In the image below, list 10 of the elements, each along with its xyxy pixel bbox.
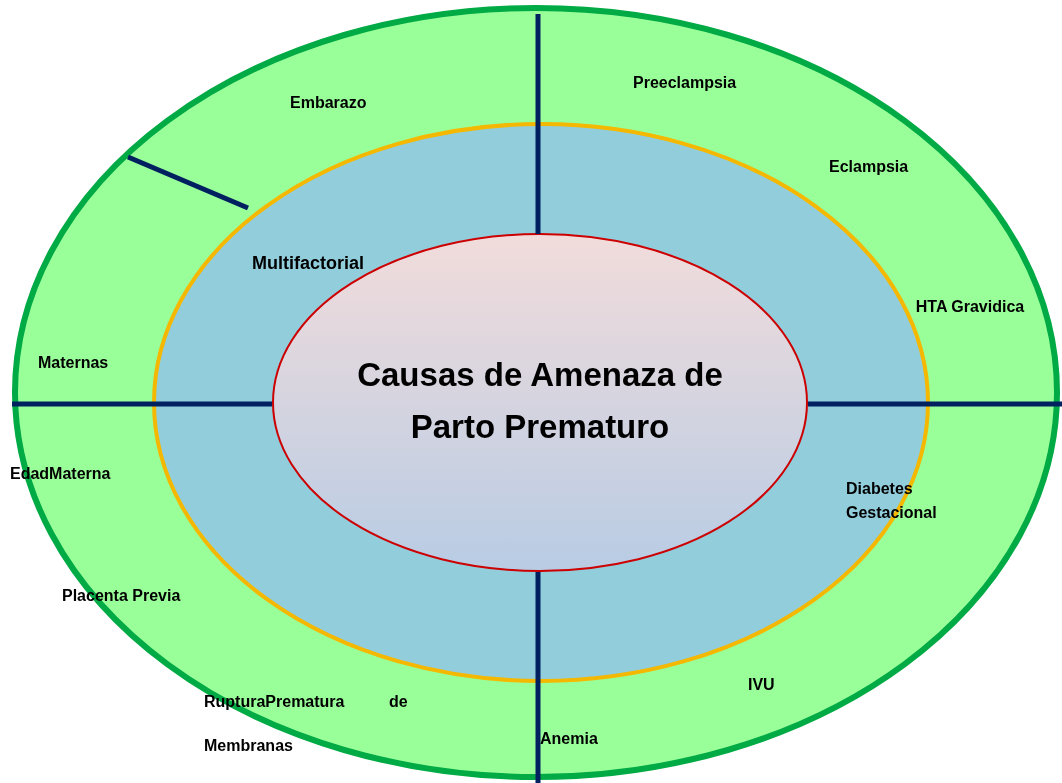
title-text: Causas de Amenaza de Parto Prematuro: [356, 355, 724, 447]
ring-label: Embarazo: [290, 93, 368, 113]
ring-label: Preeclampsia: [633, 73, 738, 93]
ring-label: IVU: [748, 675, 776, 695]
outer-ellipse: [12, 5, 1060, 780]
ring-label: Eclampsia: [829, 157, 910, 177]
ring-label: Anemia: [540, 729, 599, 749]
ring-label: Multifactorial: [252, 253, 365, 273]
ring-label: Maternas: [38, 353, 110, 373]
ring-label: HTA Gravidica: [914, 297, 1026, 317]
